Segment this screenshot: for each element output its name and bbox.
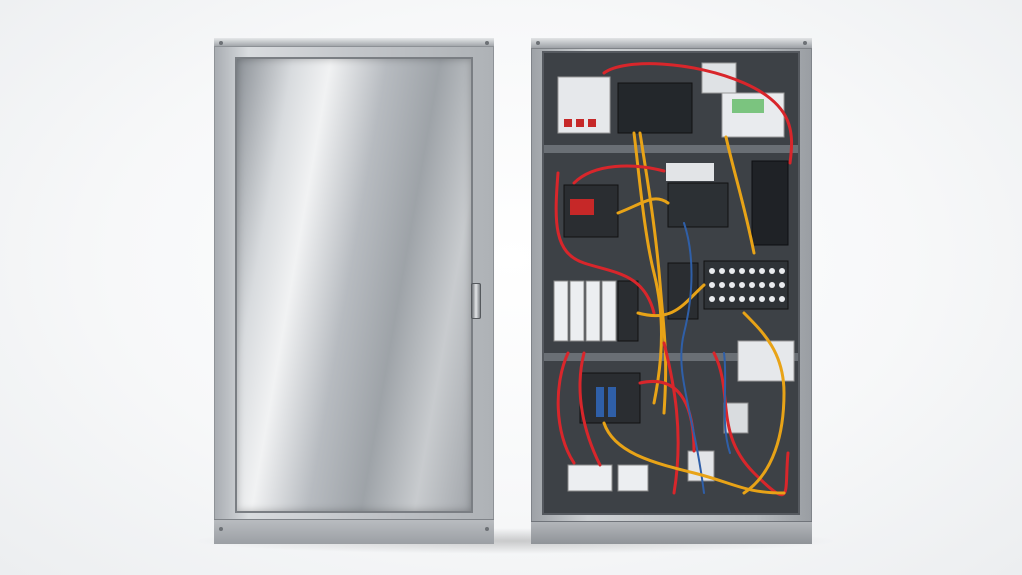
indicator-light xyxy=(564,119,572,127)
cabinet-base xyxy=(214,519,494,544)
cabinet-top-rim xyxy=(214,38,494,47)
plc-module xyxy=(617,82,693,134)
terminal-block xyxy=(703,260,789,310)
din-rail xyxy=(544,353,798,361)
din-rail xyxy=(544,145,798,153)
indicator-light xyxy=(588,119,596,127)
wire-bundle xyxy=(554,62,794,497)
screw xyxy=(219,527,223,531)
blue-fuse xyxy=(608,387,616,417)
screw xyxy=(219,41,223,45)
wiring-illustration xyxy=(544,62,798,497)
terminal-strip xyxy=(617,464,649,492)
screw xyxy=(485,527,489,531)
screw xyxy=(803,41,807,45)
open-cabinet xyxy=(531,38,812,544)
breaker xyxy=(585,280,601,342)
controller-module xyxy=(667,182,729,228)
relay-indicator xyxy=(570,199,594,215)
meter-display xyxy=(732,99,764,113)
cabinet-top-rim xyxy=(531,38,812,49)
breaker xyxy=(569,280,585,342)
screw xyxy=(536,41,540,45)
closed-cabinet xyxy=(214,38,494,544)
cabinet-interior xyxy=(542,51,800,515)
terminal-studs xyxy=(709,268,785,302)
breaker xyxy=(601,280,617,342)
door-handle xyxy=(471,283,481,319)
power-supply xyxy=(751,160,789,246)
cabinet-door xyxy=(235,57,473,513)
breaker-module xyxy=(617,280,639,342)
terminal-strip xyxy=(567,464,613,492)
contactor xyxy=(666,163,714,181)
junction-box-lower xyxy=(737,340,795,382)
screw xyxy=(485,41,489,45)
blue-fuse xyxy=(596,387,604,417)
cabinet-base xyxy=(531,521,812,544)
indicator-light xyxy=(576,119,584,127)
breaker xyxy=(553,280,569,342)
